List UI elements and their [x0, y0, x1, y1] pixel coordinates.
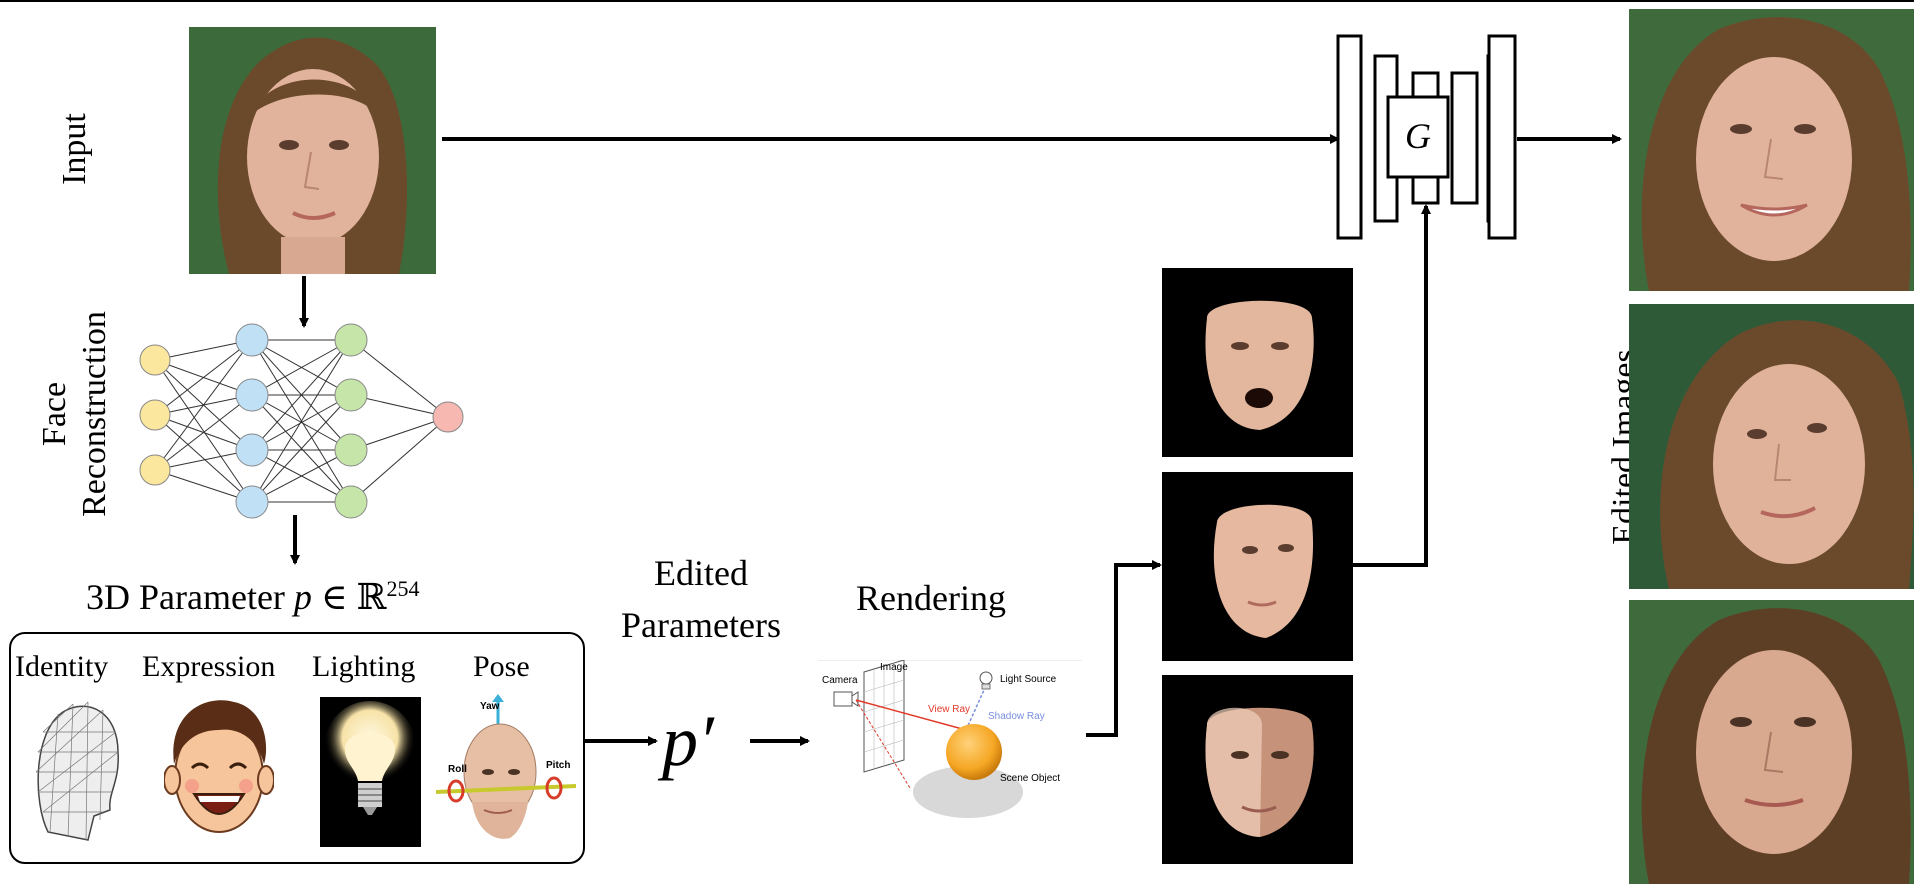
- parameter-in: ∈ ℝ: [311, 577, 387, 617]
- edited-image-smile: [1629, 9, 1914, 291]
- edited-parameters-label: Edited Parameters: [596, 547, 806, 651]
- parameter-label: 3D Parameter p ∈ ℝ254: [86, 576, 420, 617]
- pose-yaw-label: Yaw: [480, 701, 500, 712]
- generator-unet: [1336, 34, 1517, 240]
- nn-hidden2-node: [334, 323, 368, 357]
- nn-input-node: [139, 454, 171, 486]
- render-shadow-ray-label: Shadow Ray: [988, 711, 1045, 722]
- nn-hidden1-node: [235, 485, 269, 519]
- rendered-face-lit: [1162, 675, 1353, 864]
- nn-hidden2-node: [334, 433, 368, 467]
- render-view-ray-label: View Ray: [928, 704, 971, 715]
- category-lighting: Lighting: [312, 650, 416, 683]
- nn-input-node: [139, 399, 171, 431]
- expression-face-icon: [164, 700, 274, 833]
- rendered-face-turned: [1162, 472, 1353, 661]
- lighting-bulb-icon: [320, 697, 421, 847]
- category-expression: Expression: [142, 650, 276, 683]
- nn-hidden1-node: [235, 433, 269, 467]
- parameter-var: p: [293, 577, 312, 617]
- rendering-label: Rendering: [856, 578, 1006, 618]
- edited-line2: Parameters: [621, 605, 781, 645]
- nn-hidden1-node: [235, 378, 269, 412]
- arrow-rendering-to-faces: [1086, 560, 1162, 737]
- nn-hidden1-node: [235, 323, 269, 357]
- arrow-face-to-generator: [1353, 204, 1431, 567]
- identity-mesh-icon: [35, 701, 119, 841]
- parameter-exponent: 254: [386, 576, 420, 601]
- category-pose: Pose: [473, 650, 530, 683]
- nn-output-node: [432, 401, 464, 433]
- p-prime-label: p′: [662, 701, 714, 781]
- nn-hidden2-node: [334, 378, 368, 412]
- top-border: [0, 0, 1914, 2]
- rendering-diagram: [818, 660, 1082, 818]
- face-reconstruction-network: [139, 323, 464, 519]
- parameter-prefix: 3D Parameter: [86, 577, 294, 617]
- nn-hidden2-node: [334, 485, 368, 519]
- edited-line1: Edited: [654, 553, 748, 593]
- nn-input-node: [139, 344, 171, 376]
- generator-label: G: [1405, 116, 1431, 156]
- render-scene-object-label: Scene Object: [1000, 773, 1061, 784]
- pose-head-icon: [436, 694, 576, 839]
- pose-roll-label: Roll: [448, 764, 467, 775]
- render-camera-label: Camera: [822, 675, 858, 686]
- input-face-image: [189, 27, 436, 274]
- edited-image-pose: [1629, 304, 1914, 589]
- category-identity: Identity: [15, 650, 109, 683]
- pose-pitch-label: Pitch: [546, 760, 571, 771]
- edited-image-lighting: [1629, 600, 1914, 884]
- render-light-source-label: Light Source: [1000, 674, 1057, 685]
- render-image-label: Image: [880, 662, 908, 673]
- rendered-face-open-mouth: [1162, 268, 1353, 457]
